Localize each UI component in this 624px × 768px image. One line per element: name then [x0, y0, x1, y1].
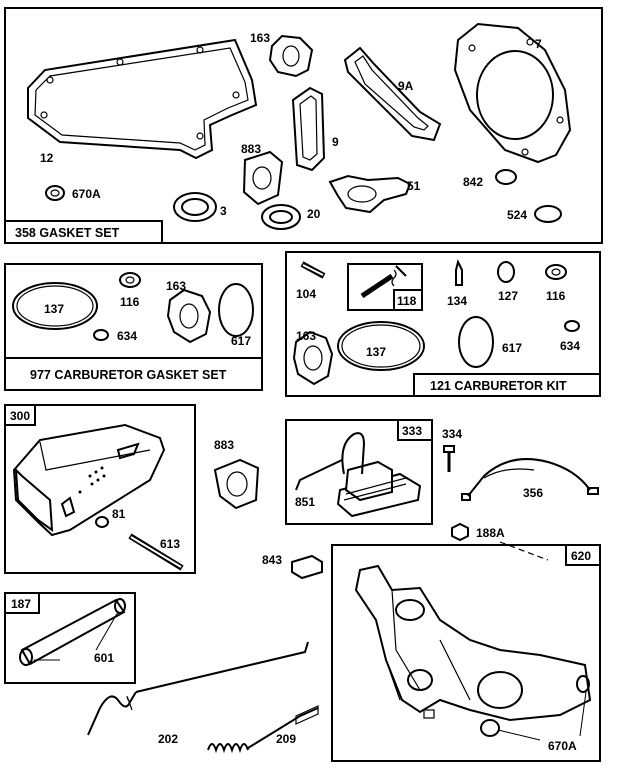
- part-137-a-label: 137: [44, 302, 64, 316]
- gasket-9a: [343, 46, 442, 142]
- gasket-163-c: [292, 330, 334, 386]
- part-188a-label: 188A: [476, 526, 505, 540]
- part-51-label: 51: [407, 179, 421, 193]
- washer-116-a: [119, 272, 141, 288]
- carb-gasket-set-title: 977 CARBURETOR GASKET SET: [30, 368, 227, 382]
- part-137-b-label: 137: [366, 345, 386, 359]
- gasket-51: [328, 174, 412, 214]
- muffler-body: [12, 423, 166, 537]
- oil-seal-3: [173, 192, 217, 222]
- part-163-c-label: 163: [296, 329, 316, 343]
- part-104-label: 104: [296, 287, 316, 301]
- carb-kit-panel: 121 CARBURETOR KIT 104 118 134 127 116: [285, 251, 601, 397]
- part-9-label: 9: [332, 135, 339, 149]
- gasket-set-title: 358 GASKET SET: [15, 226, 120, 240]
- gasket-883-mid: [213, 458, 260, 510]
- spring-209: [207, 705, 319, 754]
- part-883-mid-label: 883: [214, 438, 234, 452]
- part-163-top-label: 163: [250, 31, 270, 45]
- carb-kit-title: 121 CARBURETOR KIT: [430, 379, 567, 393]
- seal-670a-top: [45, 185, 65, 201]
- part-12-label: 12: [40, 151, 54, 165]
- part-81-label: 81: [112, 507, 126, 521]
- head-gasket-7: [453, 22, 572, 164]
- ground-wire-356: [461, 458, 599, 501]
- needle-134: [455, 259, 463, 286]
- part-134-label: 134: [447, 294, 467, 308]
- fuel-tube-panel: 187 601: [4, 592, 136, 684]
- ignition-armature: [295, 432, 422, 518]
- part-127-label: 127: [498, 289, 518, 303]
- part-3-label: 3: [220, 204, 227, 218]
- fuel-line-tube: [19, 598, 126, 666]
- part-634-a-label: 634: [117, 329, 137, 343]
- part-116-b-label: 116: [546, 289, 566, 303]
- washer-116-b: [545, 264, 567, 280]
- box-118: [347, 263, 423, 311]
- gasket-617-b: [458, 316, 494, 368]
- seal-634-a: [93, 329, 109, 341]
- gasket-163-top: [268, 34, 314, 78]
- muffler-panel: 300 81 613: [4, 404, 196, 574]
- box-620-label: 620: [571, 549, 591, 563]
- gasket-set-panel: 358 GASKET SET 12 670A 3 20: [4, 7, 603, 244]
- part-883-top-label: 883: [241, 142, 261, 156]
- crankcase-gasket: [27, 38, 258, 160]
- nut-188a: [451, 522, 469, 542]
- oring-524: [534, 205, 562, 223]
- part-356-label: 356: [523, 486, 543, 500]
- part-613-label: 613: [160, 537, 180, 551]
- part-670a-bot-label: 670A: [548, 739, 577, 753]
- box-300-label: 300: [10, 409, 30, 423]
- governor-link-202: [87, 641, 309, 736]
- part-842-label: 842: [463, 175, 483, 189]
- washer-81: [95, 516, 109, 528]
- carb-gasket-set-panel: 977 CARBURETOR GASKET SET 137 116 634 16…: [4, 263, 263, 391]
- part-524-label: 524: [507, 208, 527, 222]
- part-843-block: [291, 554, 323, 580]
- gasket-137-a: [12, 282, 98, 330]
- oring-842: [495, 169, 517, 185]
- oil-seal-20: [261, 204, 301, 230]
- part-843-label: 843: [262, 553, 282, 567]
- box-187-label: 187: [11, 597, 31, 611]
- bracket-panel: 620 670A: [331, 541, 601, 762]
- gasket-137-b: [337, 321, 425, 371]
- part-601-label: 601: [94, 651, 114, 665]
- part-670a-top-label: 670A: [72, 187, 101, 201]
- seal-634-b: [564, 320, 580, 332]
- gasket-617-a: [218, 283, 254, 337]
- gasket-163-b: [166, 288, 212, 344]
- control-bracket: [354, 564, 592, 737]
- gasket-883-top: [242, 150, 284, 206]
- box-118-label: 118: [397, 294, 417, 308]
- part-127-ring: [497, 261, 515, 283]
- gasket-9: [291, 86, 326, 172]
- part-116-a-label: 116: [120, 295, 140, 309]
- ignition-panel: 333 851: [285, 419, 433, 525]
- needle-valve-icon: [360, 265, 407, 299]
- part-20-label: 20: [307, 207, 321, 221]
- box-333-label: 333: [402, 424, 422, 438]
- part-9a-label: 9A: [398, 79, 414, 93]
- part-617-a-label: 617: [231, 334, 251, 348]
- part-163-b-label: 163: [166, 279, 186, 293]
- part-851-label: 851: [295, 495, 315, 509]
- part-7-label: 7: [535, 37, 542, 51]
- part-617-b-label: 617: [502, 341, 522, 355]
- screw-334: [443, 445, 455, 472]
- part-209-label: 209: [276, 732, 296, 746]
- part-334-label: 334: [442, 427, 462, 441]
- part-202-label: 202: [158, 732, 178, 746]
- part-634-b-label: 634: [560, 339, 580, 353]
- bolt-613: [128, 533, 184, 571]
